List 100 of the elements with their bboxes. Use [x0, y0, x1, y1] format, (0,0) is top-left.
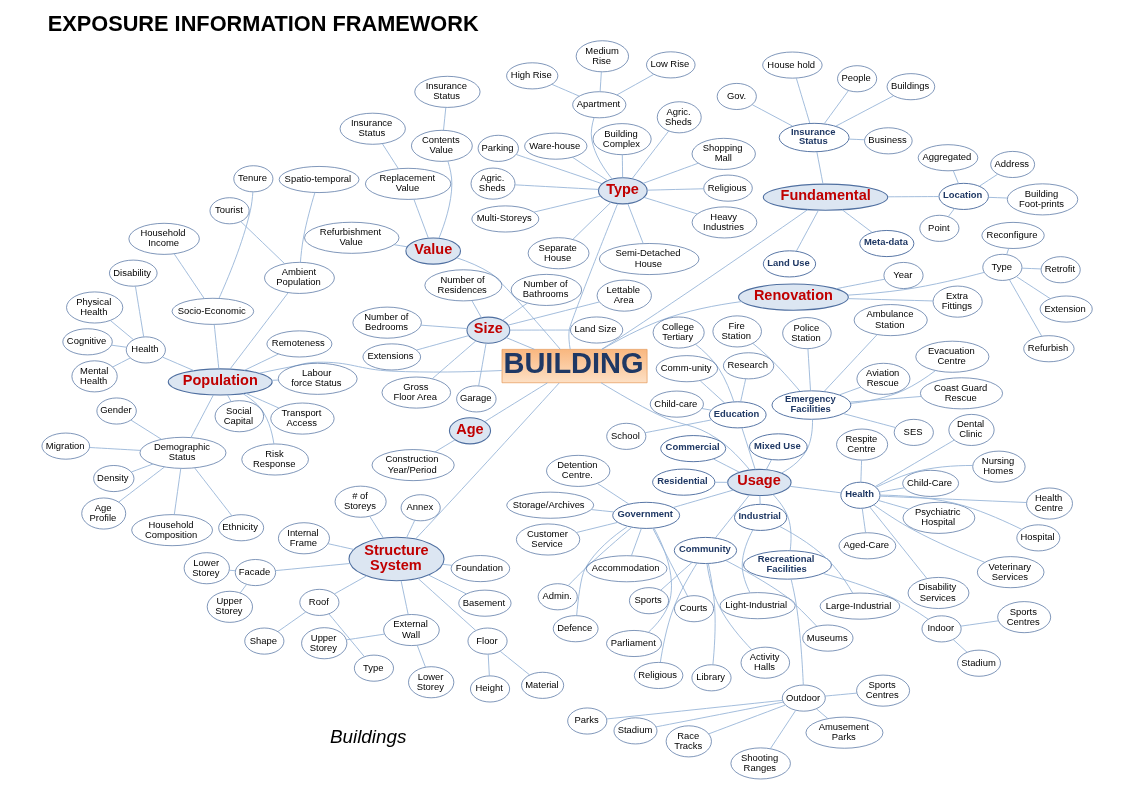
connector	[1015, 276, 1051, 300]
connector	[213, 324, 219, 370]
node-ellipse: Mental Health	[71, 360, 118, 393]
node-ellipse: Health	[839, 481, 880, 509]
node-ellipse: Material	[520, 671, 564, 699]
connector	[868, 506, 927, 579]
connector	[879, 494, 1022, 530]
node-ellipse: Gross Floor Area	[381, 376, 451, 409]
connector	[393, 244, 408, 248]
node-ellipse: Health Centre	[1025, 487, 1073, 520]
connector	[239, 221, 285, 265]
node-ellipse: Structure System	[347, 536, 445, 582]
node-ellipse: Refurbishment Value	[303, 221, 399, 254]
connector	[815, 708, 828, 720]
connector	[600, 382, 750, 471]
node-ellipse: Shopping Mall	[691, 137, 756, 170]
connector	[433, 439, 455, 453]
connector	[173, 253, 205, 299]
connector	[631, 130, 669, 180]
node-ellipse: Sports Centres	[996, 601, 1051, 634]
connector	[601, 301, 742, 350]
node-ellipse: SES	[893, 419, 934, 446]
node-ellipse: Stadium	[956, 649, 1001, 677]
connector	[751, 104, 793, 127]
connector	[887, 196, 939, 198]
connector	[707, 704, 786, 735]
node-ellipse: Address	[989, 151, 1035, 178]
node-ellipse: Commercial	[659, 435, 726, 463]
node-ellipse: Mixed Use	[748, 433, 808, 461]
node-ellipse: School	[605, 422, 646, 450]
node-ellipse: Lower Storey	[183, 552, 230, 585]
connector	[327, 613, 365, 658]
connector	[849, 396, 922, 403]
node-ellipse: Gov.	[716, 83, 757, 110]
node-ellipse: Number of Bedrooms	[352, 306, 422, 339]
node-ellipse: Internal Frame	[277, 522, 330, 555]
node-ellipse: Government	[611, 501, 680, 529]
node-ellipse: Renovation	[737, 283, 849, 311]
connector	[381, 143, 399, 170]
connector	[872, 504, 985, 563]
connector	[567, 526, 632, 587]
node-ellipse: Ambulance Station	[853, 304, 928, 336]
connector	[847, 138, 865, 141]
connector	[117, 466, 165, 503]
node-ellipse: House hold	[761, 51, 822, 79]
connector	[834, 95, 894, 127]
node-ellipse: Extra Fittings	[932, 285, 983, 318]
node-ellipse: Labour force Status	[277, 362, 357, 395]
connector	[824, 692, 857, 697]
connector	[877, 500, 909, 510]
connector	[875, 465, 973, 488]
connector	[277, 611, 306, 632]
node-ellipse: Insurance Status	[778, 122, 850, 153]
connector	[823, 334, 878, 392]
connector	[739, 378, 746, 403]
node-ellipse: Semi-Detached House	[598, 243, 699, 275]
node-ellipse: Facade	[234, 559, 276, 586]
node-ellipse: Customer Service	[515, 523, 580, 556]
connector	[978, 173, 998, 187]
node-ellipse: Insurance Status	[339, 112, 406, 145]
connector	[952, 639, 967, 653]
node-ellipse: Value	[404, 237, 461, 265]
connector	[1008, 279, 1042, 337]
node-ellipse: External Wall	[382, 614, 440, 646]
connector	[161, 356, 194, 372]
connector	[778, 526, 853, 594]
connector	[228, 569, 236, 572]
node-ellipse: Insurance Status	[413, 75, 480, 108]
connector	[507, 301, 600, 326]
node-ellipse: Floor	[467, 627, 507, 655]
node-ellipse: Extensions	[362, 343, 421, 371]
connector	[714, 481, 728, 483]
connector	[441, 563, 452, 566]
node-ellipse: Industrial	[733, 503, 787, 531]
connector	[229, 292, 289, 370]
connector	[88, 447, 141, 451]
node-ellipse: Aviation Rescue	[856, 362, 910, 395]
node-ellipse: Year	[883, 262, 923, 289]
node-ellipse: Construction Year/Period	[371, 449, 455, 481]
connector	[987, 196, 1008, 199]
connector	[501, 302, 528, 321]
connector	[758, 495, 761, 505]
node-ellipse: Location	[938, 182, 989, 210]
node-ellipse: Child-Care	[901, 469, 959, 497]
connector	[847, 271, 985, 296]
node-ellipse: Community	[673, 536, 737, 564]
node-ellipse: Usage	[726, 468, 792, 497]
connector	[110, 344, 127, 348]
node-ellipse: Admin.	[537, 583, 578, 611]
node-ellipse: High Rise	[505, 62, 558, 90]
connector	[575, 522, 618, 533]
node-ellipse: Retrofit	[1040, 256, 1081, 284]
node-ellipse: Household Composition	[130, 514, 213, 547]
connector	[509, 329, 571, 331]
node-ellipse: Low Rise	[645, 51, 695, 79]
connector	[505, 337, 535, 350]
node-ellipse: Research	[722, 352, 774, 380]
connector	[412, 198, 429, 239]
node-ellipse: Outdoor	[781, 684, 826, 712]
connector	[130, 419, 162, 440]
